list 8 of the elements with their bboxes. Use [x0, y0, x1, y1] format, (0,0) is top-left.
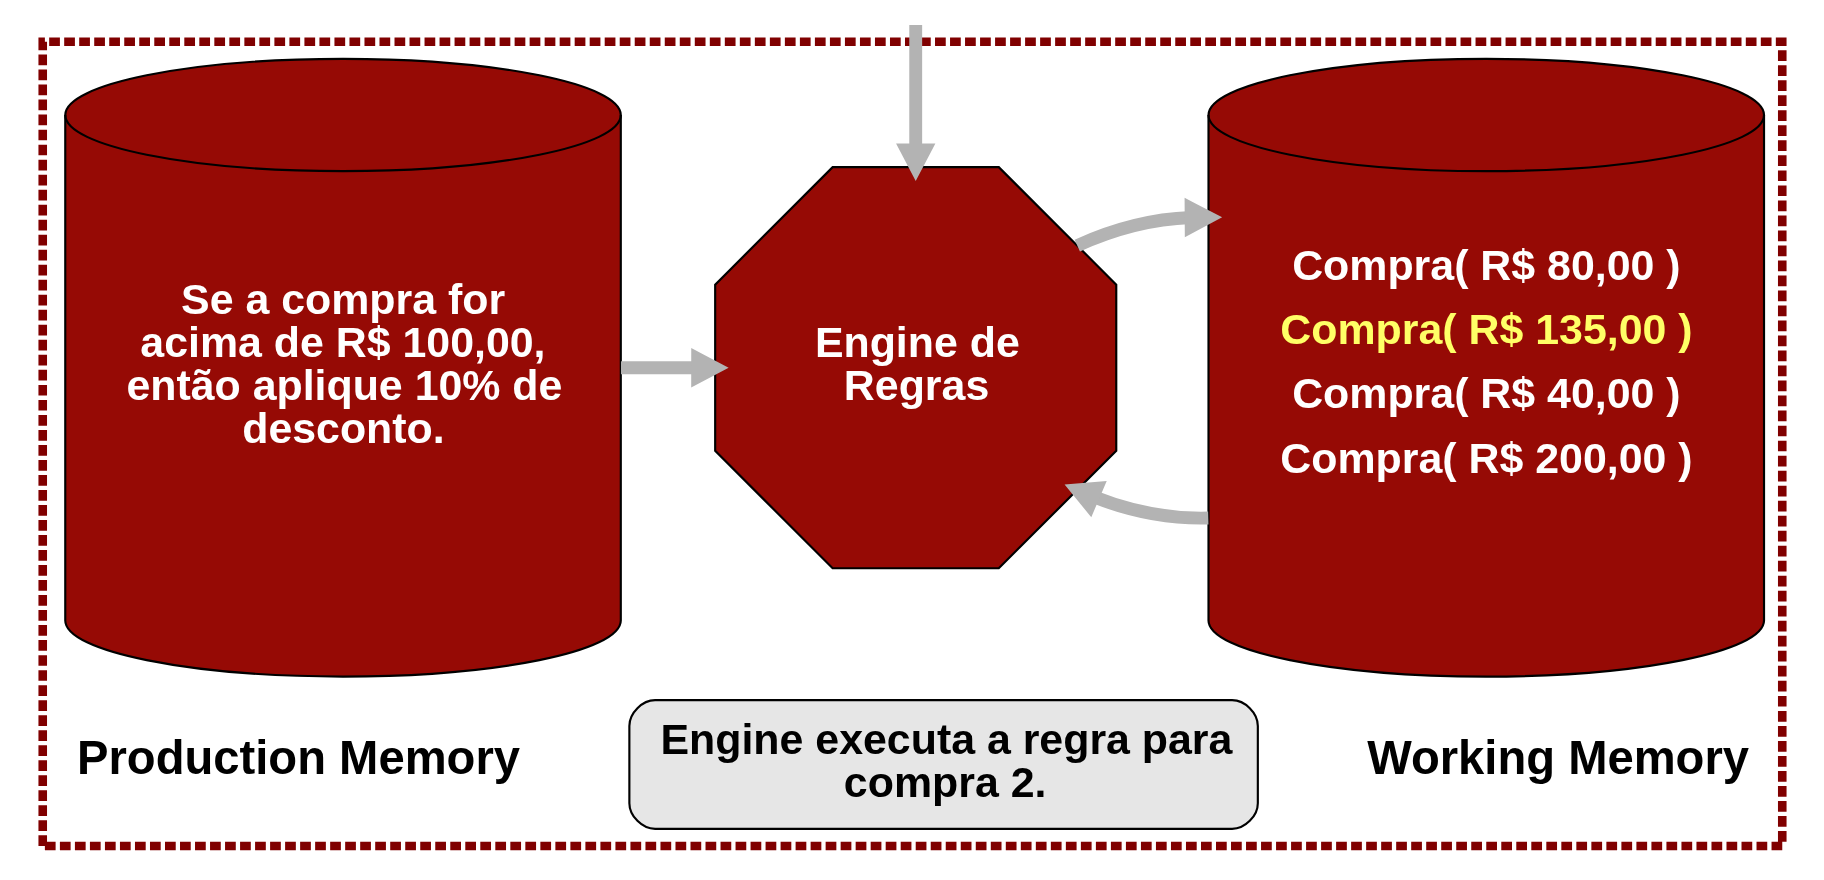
cluster: [37, 37, 1787, 851]
arrow: [1064, 481, 1208, 525]
arrow: [620, 348, 729, 388]
arrow: [895, 25, 935, 181]
node-label: Working Memory: [1366, 731, 1749, 785]
node-box: Engine executa a regra para compra 2.: [627, 699, 1259, 830]
arrow: [1074, 197, 1222, 252]
node-label: Production Memory: [76, 731, 520, 785]
